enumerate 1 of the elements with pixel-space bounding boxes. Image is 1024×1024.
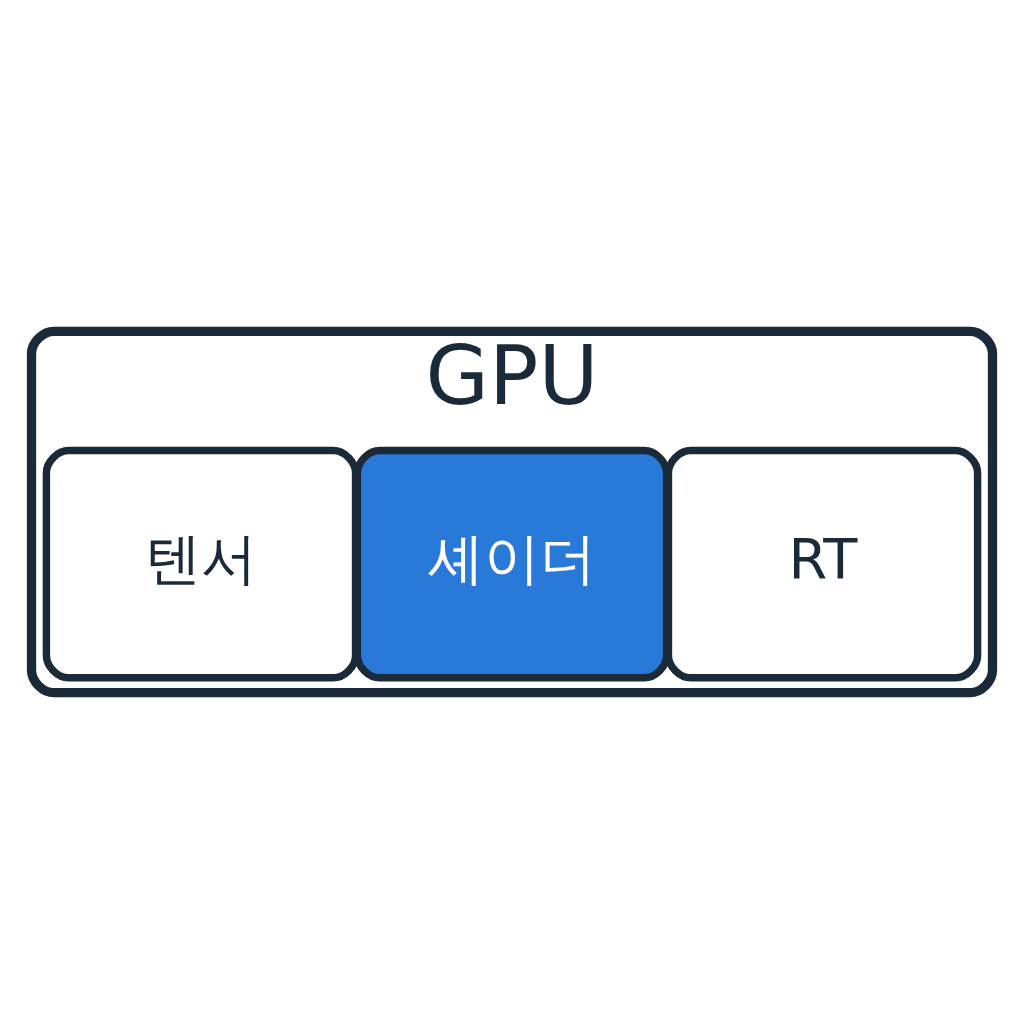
node-box: RT (664, 446, 982, 682)
